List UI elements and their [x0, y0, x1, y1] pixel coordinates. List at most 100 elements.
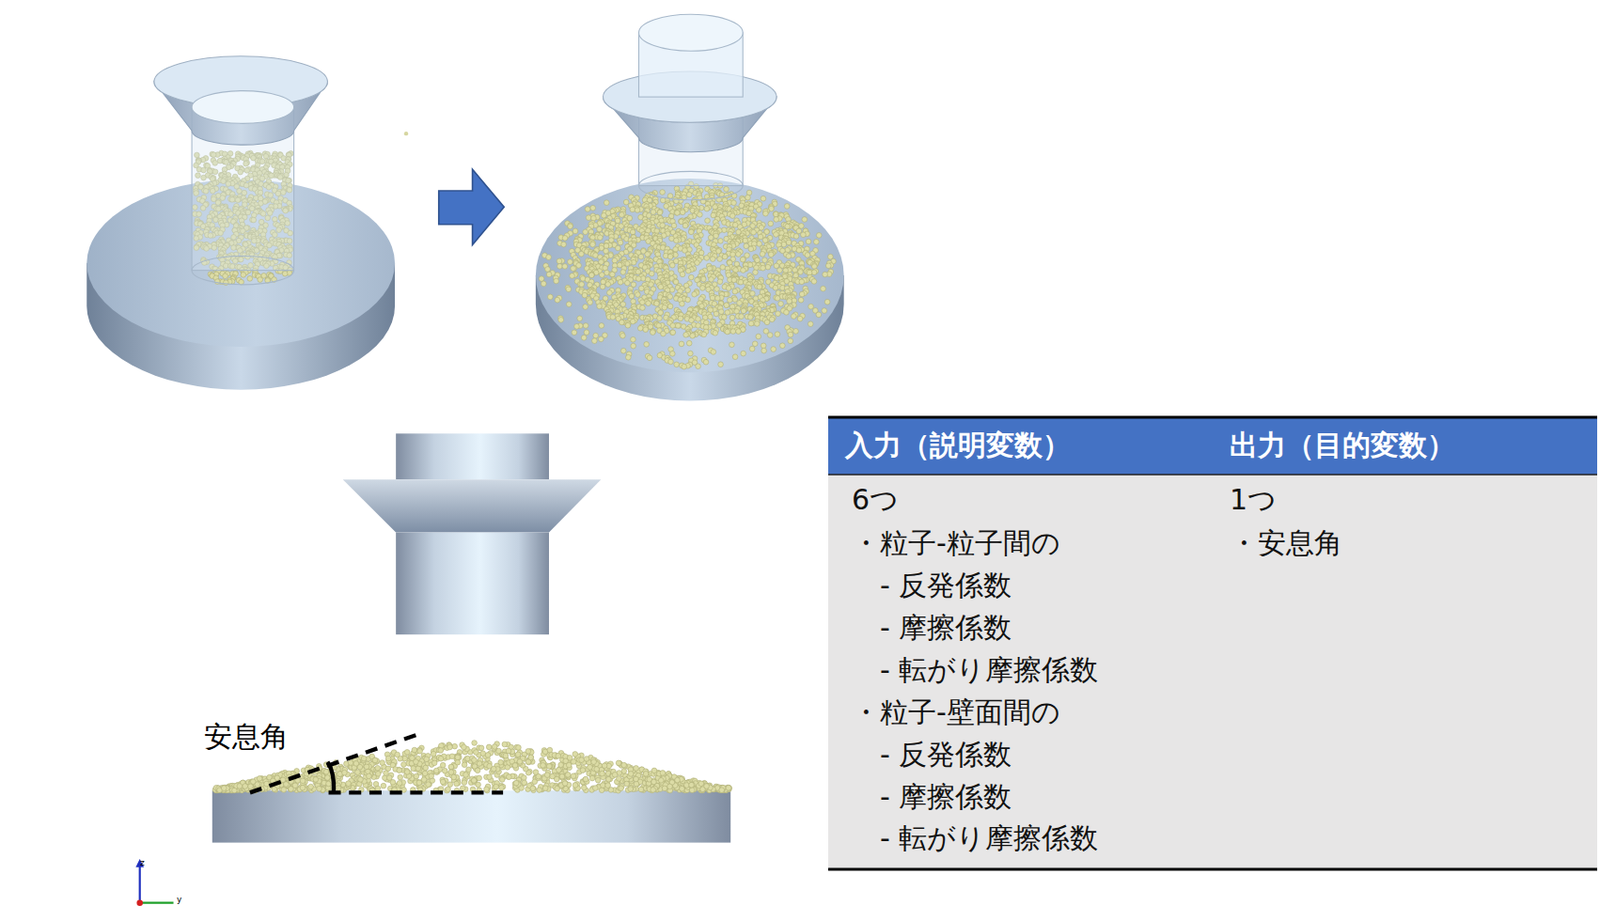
particle [669, 262, 675, 268]
particle [814, 239, 820, 246]
particle [654, 300, 660, 307]
particle [784, 223, 791, 230]
particle [768, 251, 774, 258]
particle [554, 297, 561, 303]
particle [609, 271, 615, 278]
particle [657, 209, 663, 216]
particle [240, 272, 247, 279]
particle [740, 256, 747, 263]
particle [762, 257, 769, 264]
particle [750, 290, 756, 297]
particle [760, 195, 767, 202]
particle [634, 207, 641, 214]
particle [584, 206, 591, 213]
particle [714, 286, 721, 293]
particle [737, 300, 743, 307]
particle [548, 294, 554, 300]
particle [682, 222, 689, 229]
particle [562, 264, 568, 270]
particle [704, 255, 710, 262]
particle [659, 189, 666, 196]
particle [721, 227, 727, 234]
particle [756, 283, 763, 290]
particle [697, 211, 704, 218]
particle [625, 280, 631, 286]
particle [815, 233, 822, 239]
particle [591, 215, 597, 221]
particle [825, 263, 832, 269]
particle [723, 302, 730, 309]
particle [685, 287, 691, 294]
particle [799, 223, 805, 230]
particle [238, 279, 245, 285]
particle [704, 205, 710, 212]
particle [753, 265, 760, 271]
particle [725, 285, 732, 292]
particle [673, 237, 679, 244]
particle [641, 248, 647, 254]
particle [589, 272, 596, 279]
particle [590, 234, 597, 240]
particle [723, 302, 730, 309]
flow-arrow [439, 169, 504, 245]
particle [773, 263, 780, 269]
particle [587, 299, 594, 306]
particle [740, 267, 747, 274]
particle [715, 295, 722, 301]
particle [812, 264, 818, 270]
particle [755, 207, 762, 214]
particle [717, 279, 723, 285]
particle [546, 254, 552, 261]
particle [708, 277, 715, 283]
particle [648, 270, 655, 277]
particle [726, 259, 733, 266]
particle [572, 228, 579, 235]
particle [781, 241, 787, 248]
particle [752, 269, 759, 276]
particles [538, 181, 836, 370]
particle [679, 209, 686, 216]
particle [773, 217, 780, 223]
particle [768, 220, 774, 227]
particle [732, 288, 738, 295]
particle [720, 265, 726, 271]
particle [695, 277, 702, 283]
particle [556, 258, 563, 265]
particle [811, 279, 817, 285]
particle [603, 243, 610, 250]
particle [717, 256, 723, 263]
particle [773, 232, 780, 238]
particle [820, 285, 827, 292]
particle [607, 290, 613, 297]
particle [713, 233, 720, 239]
particle [222, 273, 229, 280]
particle [739, 256, 746, 263]
particle [773, 275, 780, 282]
particle [247, 276, 253, 283]
particle [760, 265, 767, 271]
particle [601, 212, 608, 219]
particle [742, 237, 749, 244]
particle [799, 291, 805, 298]
particle [590, 241, 597, 248]
particle [799, 279, 805, 285]
particle [688, 229, 694, 236]
particle [635, 276, 642, 283]
particle [579, 282, 585, 288]
particle [562, 235, 568, 242]
particle [603, 248, 610, 254]
particle [785, 239, 792, 246]
particle [805, 238, 812, 245]
particle [688, 274, 694, 281]
particle [667, 294, 674, 300]
figures [86, 14, 844, 907]
particle [822, 271, 829, 278]
particle [610, 271, 616, 278]
particle [623, 199, 629, 205]
particle [600, 279, 607, 285]
particle [567, 223, 574, 230]
particle [707, 235, 714, 241]
particle [629, 229, 636, 236]
particle [685, 267, 691, 274]
